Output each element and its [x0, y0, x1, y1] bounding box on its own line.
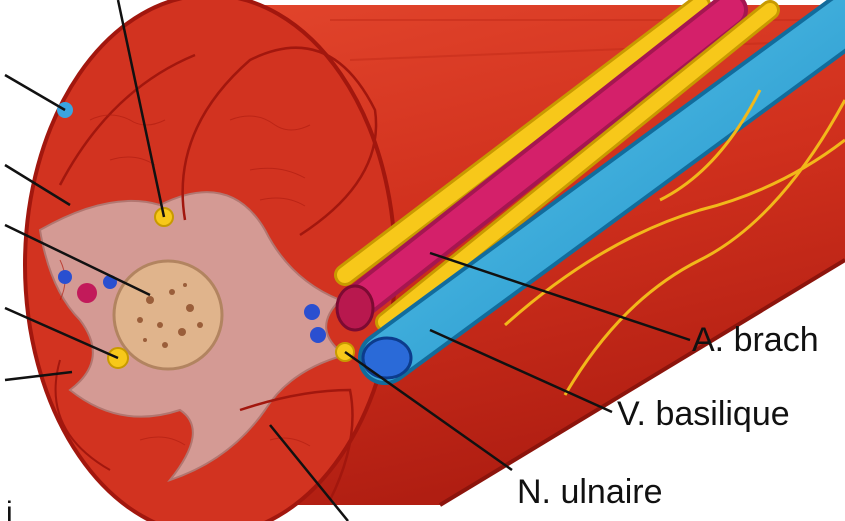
leader-line-left-1: [5, 75, 65, 110]
vein-label: V. basilique: [617, 397, 790, 431]
nerve-label: N. ulnaire: [517, 475, 663, 509]
bone-section: [114, 261, 222, 369]
cut-off-label: i: [6, 498, 13, 521]
artery-label: A. brach: [692, 323, 819, 357]
